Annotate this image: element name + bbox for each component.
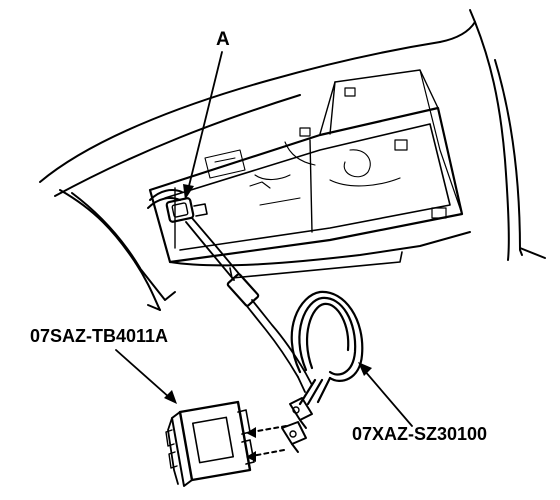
dashboard-outline (39, 9, 546, 311)
harness-cable (185, 217, 313, 393)
part-number-control-unit-label: 07SAZ-TB4011A (30, 326, 169, 346)
glovebox-opening (148, 69, 471, 279)
callout-a-label: A (216, 29, 230, 50)
harness-coil (290, 290, 364, 406)
harness-plugs (281, 397, 313, 453)
control-unit-box (165, 400, 255, 487)
part-number-harness-label: 07XAZ-SZ30100 (352, 424, 488, 444)
leader-arrowheads (164, 184, 372, 404)
connection-arrows (251, 425, 287, 457)
connector-a (147, 189, 208, 223)
leader-lines (115, 51, 413, 427)
